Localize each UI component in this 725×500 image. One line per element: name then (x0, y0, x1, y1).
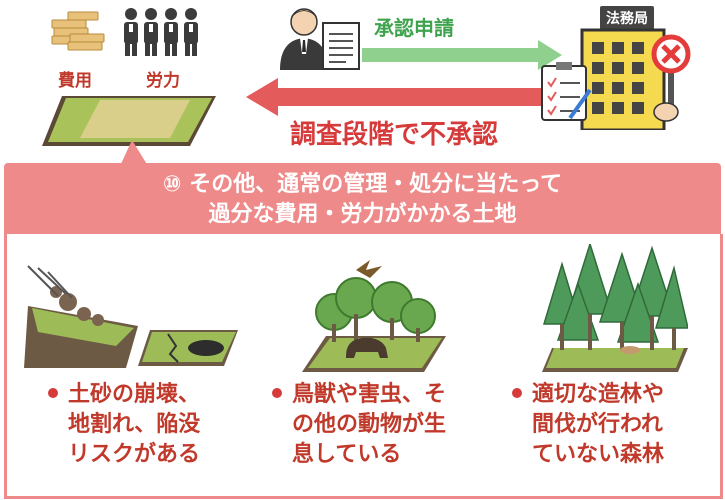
item-text-line: 地割れ、陥没 (68, 412, 201, 437)
item-text-line: の他の動物が生 (292, 412, 447, 437)
bullet-dot (48, 388, 58, 398)
approval-arrow-right (362, 40, 562, 70)
reject-sign-icon (651, 34, 691, 122)
office-building-icon (580, 28, 666, 130)
panel-header (4, 163, 721, 235)
rejection-arrow-left (246, 78, 550, 116)
item-text-line: リスクがある (68, 442, 201, 467)
workers-icon (124, 8, 198, 56)
landslide-illustration (24, 265, 238, 368)
callout-tail (120, 140, 148, 166)
money-stack-icon (51, 11, 105, 51)
wildlife-illustration (302, 260, 446, 372)
panel-title-line2: 過分な費用・労力がかかる土地 (208, 202, 517, 227)
clipboard-checklist-icon (541, 62, 592, 121)
bullet-dot (272, 388, 282, 398)
item-text-line: 息している (292, 442, 402, 467)
bullet-dot (512, 388, 522, 398)
item-text-line: 間伐が行われ (532, 412, 663, 437)
item-wildlife: 鳥獣や害虫、そ の他の動物が生 息している (272, 380, 446, 470)
cost-label: 費用 (58, 71, 92, 91)
approval-request-label: 承認申請 (374, 16, 454, 40)
document-icon (322, 22, 360, 70)
rejection-label: 調査段階で不承認 (290, 120, 499, 150)
item-text-line: ていない森林 (532, 442, 665, 467)
panel-title: ⑩ その他、通常の管理・処分に当たって 過分な費用・労力がかかる土地 (4, 170, 721, 230)
panel-title-line1: ⑩ その他、通常の管理・処分に当たって (162, 172, 563, 197)
item-text-line: 適切な造林や (532, 382, 665, 407)
forest-illustration (542, 244, 688, 372)
item-text-line: 鳥獣や害虫、そ (292, 382, 447, 407)
businessman-icon (280, 8, 328, 70)
item-landslide: 土砂の崩壊、 地割れ、陥没 リスクがある (48, 380, 200, 470)
item-forest: 適切な造林や 間伐が行われ ていない森林 (512, 380, 664, 470)
item-text-line: 土砂の崩壊、 (68, 382, 201, 407)
land-plot-icon (42, 96, 216, 146)
labor-label: 労力 (146, 71, 180, 91)
office-label: 法務局 (600, 6, 654, 30)
